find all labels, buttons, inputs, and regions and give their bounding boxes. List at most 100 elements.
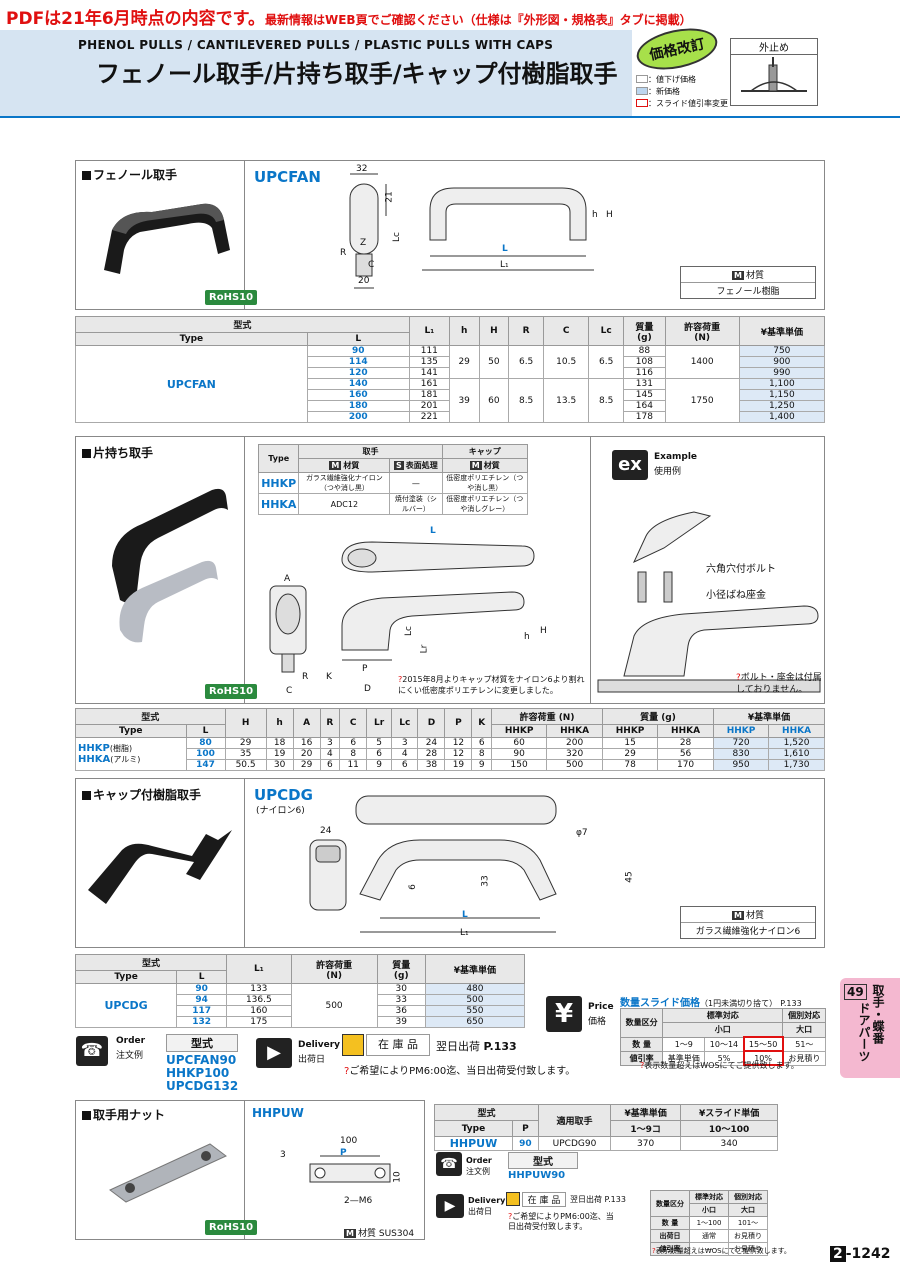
table-header-cell: P <box>511 1120 539 1137</box>
capped-photo <box>88 830 232 904</box>
th-r: R <box>508 316 545 346</box>
table-cell: 200 <box>546 737 603 749</box>
phenol-dim-lc: Lc <box>391 232 402 242</box>
legend-new: ：新価格 <box>648 87 680 96</box>
table-header-cell: h <box>265 708 294 738</box>
table-header-cell: Lr <box>366 708 393 738</box>
slide-note: ?表示数量超えはWOSにてご提供致します。 <box>640 1061 799 1070</box>
table-cell: 94 <box>176 994 228 1006</box>
table-header-cell: K <box>471 708 493 738</box>
nut-divider <box>244 1100 245 1240</box>
table-cell: 164 <box>623 400 666 412</box>
table-cell: 340 <box>680 1136 778 1151</box>
table-cell: 15〜50 <box>742 1036 784 1052</box>
table-cell: — <box>389 472 443 494</box>
table-cell: 30 <box>376 983 426 995</box>
nut-order-jp: 注文例 <box>466 1167 490 1176</box>
table-header-cell: 質量(g) <box>376 954 426 984</box>
table-cell: 140 <box>306 378 410 390</box>
nut-dim-10: 10 <box>392 1171 403 1183</box>
table-header-cell: ¥スライド単価 <box>680 1104 778 1121</box>
table-header-cell: 型式 <box>434 1104 539 1121</box>
table-cell: 18 <box>265 737 294 749</box>
phenol-front-drawing <box>422 187 594 271</box>
table-cell: 13.5 <box>543 378 590 423</box>
table-header-cell: 標準対応 <box>689 1190 729 1204</box>
table-cell: 108 <box>623 356 666 368</box>
table-header-cell: L <box>185 724 226 738</box>
table-cell: 10〜14 <box>704 1036 745 1052</box>
table-cell: 8 <box>339 748 368 760</box>
table-cell: 111 <box>408 345 450 357</box>
phenol-side-drawing <box>349 173 387 289</box>
table-cell: 78 <box>601 759 659 771</box>
table-cell: 39 <box>376 1016 426 1028</box>
phenol-dim-20: 20 <box>358 276 370 286</box>
table-header-cell: HHKA <box>546 724 603 738</box>
table-cell: 750 <box>738 345 826 357</box>
side-tab: 49 取手・蝶番 ドアパーツ <box>840 978 900 1078</box>
table-cell: 19 <box>265 748 294 760</box>
capped-dim-L: L <box>462 910 468 920</box>
table-cell: 29 <box>224 737 267 749</box>
legend-swatch-slide <box>636 99 648 107</box>
table-cell: 51〜 <box>782 1036 826 1052</box>
mount-label: 外止め <box>731 39 817 55</box>
table-cell: 11 <box>339 759 368 771</box>
cantilever-divider-2 <box>590 436 591 704</box>
cantilever-photo <box>112 488 228 643</box>
table-cell: 12 <box>444 748 473 760</box>
th-type-group: 型式 <box>75 316 410 333</box>
capped-product-note: (ナイロン6) <box>256 806 305 816</box>
page-title: フェノール取手/片持ち取手/キャップ付樹脂取手 <box>96 60 618 88</box>
table-cell: 114 <box>306 356 410 368</box>
table-cell: お見積り <box>728 1229 768 1243</box>
table-header-cell: HHKP <box>601 724 659 738</box>
table-header-cell: 数量区分 <box>619 1008 664 1038</box>
phenol-dim-z: Z <box>360 238 367 248</box>
legend-slide: ：スライド値引率変更 <box>648 99 728 108</box>
table-header-cell: D <box>417 708 446 738</box>
table-cell: 29 <box>448 345 480 379</box>
table-cell: 6 <box>339 737 368 749</box>
page-chapter: 2 <box>830 1246 846 1262</box>
next-day-row: 翌日出荷 P.133 <box>436 1040 517 1053</box>
table-cell: 500 <box>424 994 526 1006</box>
table-cell: 56 <box>657 748 714 760</box>
nut-dim-m6: 2—M6 <box>344 1196 373 1206</box>
th-H: H <box>478 316 510 346</box>
cant-dim-P: P <box>362 664 368 674</box>
table-cell: 8 <box>471 748 493 760</box>
nut-delivery-label: Delivery <box>468 1196 506 1205</box>
truck-icon: ▶ <box>256 1038 292 1068</box>
table-cell: 35 <box>224 748 267 760</box>
table-header-cell: 許容荷重 (N) <box>491 708 603 725</box>
nut-drawing <box>309 1155 391 1183</box>
table-cell: 161 <box>408 378 450 390</box>
table-cell: 181 <box>408 389 450 401</box>
table-cell: 3 <box>319 737 341 749</box>
table-row: HHPUW 90 UPCDG90 370 340 <box>434 1136 778 1151</box>
capped-title: キャップ付樹脂取手 <box>82 786 201 803</box>
table-header-cell: 出荷日 <box>650 1229 690 1243</box>
cant-dim-K: K <box>326 672 332 682</box>
table-header-cell: Type <box>434 1120 513 1137</box>
table-cell: 8.5 <box>588 378 625 423</box>
table-row: HHKP ガラス繊維強化ナイロン（つや消し黒） — 低密度ポリエチレン（つや消し… <box>257 472 529 494</box>
table-cell: 3 <box>391 737 419 749</box>
table-cell: お見積り <box>728 1242 768 1256</box>
table-cell: 950 <box>712 759 770 771</box>
subtitle-en: PHENOL PULLS / CANTILEVERED PULLS / PLAS… <box>78 38 554 52</box>
table-header-cell: H <box>224 708 267 738</box>
bolt-label: 六角穴付ボルト <box>706 564 776 575</box>
phenol-divider <box>244 160 245 310</box>
nut-truck-icon: ▶ <box>436 1194 464 1218</box>
table-cell: 90 <box>176 983 228 995</box>
capped-dim-24: 24 <box>320 826 332 836</box>
